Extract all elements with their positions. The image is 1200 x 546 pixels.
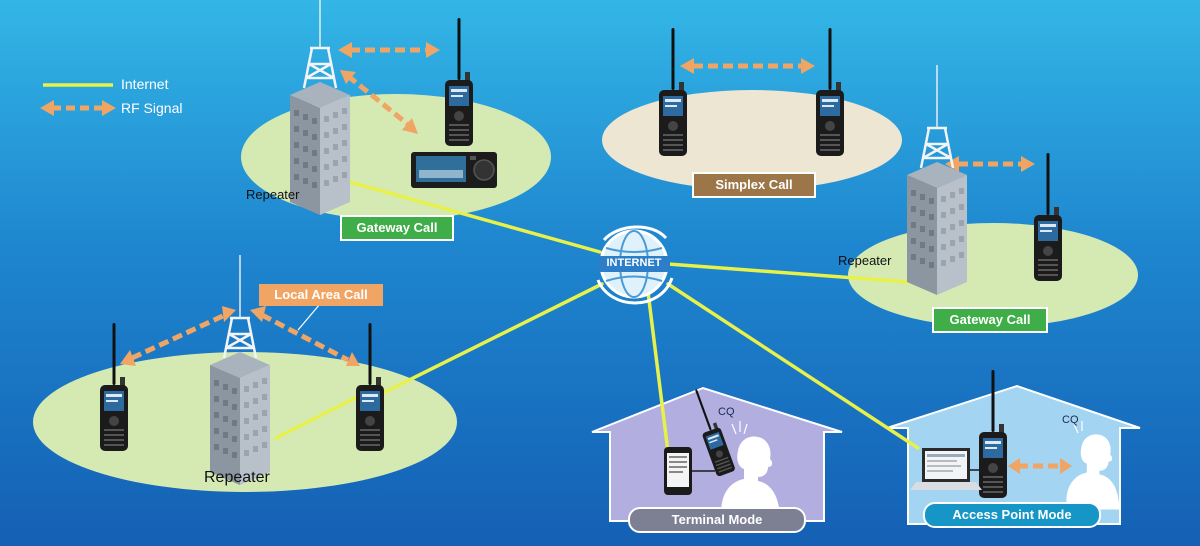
gateway-call-badge-right: Gateway Call: [932, 307, 1048, 333]
handheld-radio-gateway-right: [1034, 153, 1062, 281]
handheld-radio-gateway-left: [445, 18, 473, 146]
repeater-building-left: [288, 0, 352, 217]
base-station-transceiver: [411, 152, 497, 188]
local-area-call-badge: Local Area Call: [259, 284, 383, 306]
internet-line-gateway-right: [666, 262, 910, 284]
repeater-label-gateway-right: Repeater: [838, 253, 892, 268]
handheld-radio-simplex-left: [659, 28, 687, 156]
access-point-mode-badge: Access Point Mode: [923, 502, 1101, 528]
globe-icon: [596, 225, 674, 305]
cq-speech-access-point: CQ: [1062, 414, 1079, 426]
legend-internet-label: Internet: [121, 76, 169, 92]
internet-line-access-point: [666, 282, 920, 450]
repeater-label-gateway-left: Repeater: [246, 187, 300, 202]
internet-hub-label: INTERNET: [606, 257, 662, 269]
rf-arrow-local-right: [260, 312, 350, 363]
gateway-call-badge-left: Gateway Call: [340, 215, 454, 241]
terminal-mode-badge: Terminal Mode: [628, 507, 806, 533]
internet-line-terminal: [646, 290, 670, 454]
internet-line-gateway-left: [344, 179, 602, 254]
repeater-label-local-area: Repeater: [204, 469, 270, 486]
handheld-radio-local-right: [356, 323, 384, 451]
laptop: [910, 448, 982, 490]
repeater-building-right: [905, 63, 969, 297]
rf-arrow-local-left: [130, 312, 227, 361]
smartphone: [664, 447, 692, 495]
handheld-radio-access-point: [979, 370, 1007, 498]
handheld-radio-local-left: [100, 323, 128, 451]
cq-speech-terminal: CQ: [718, 406, 735, 418]
internet-line-repeater-local: [274, 396, 357, 440]
internet-line-local-area: [371, 282, 604, 400]
legend-rf-label: RF Signal: [121, 100, 183, 116]
handheld-radio-simplex-right: [816, 28, 844, 156]
rf-arrow-gateway-diag: [346, 74, 412, 128]
simplex-call-badge: Simplex Call: [692, 172, 816, 198]
internet-links: [274, 179, 920, 454]
local-area-pointer: [297, 303, 321, 331]
rf-links: [130, 47, 1062, 469]
